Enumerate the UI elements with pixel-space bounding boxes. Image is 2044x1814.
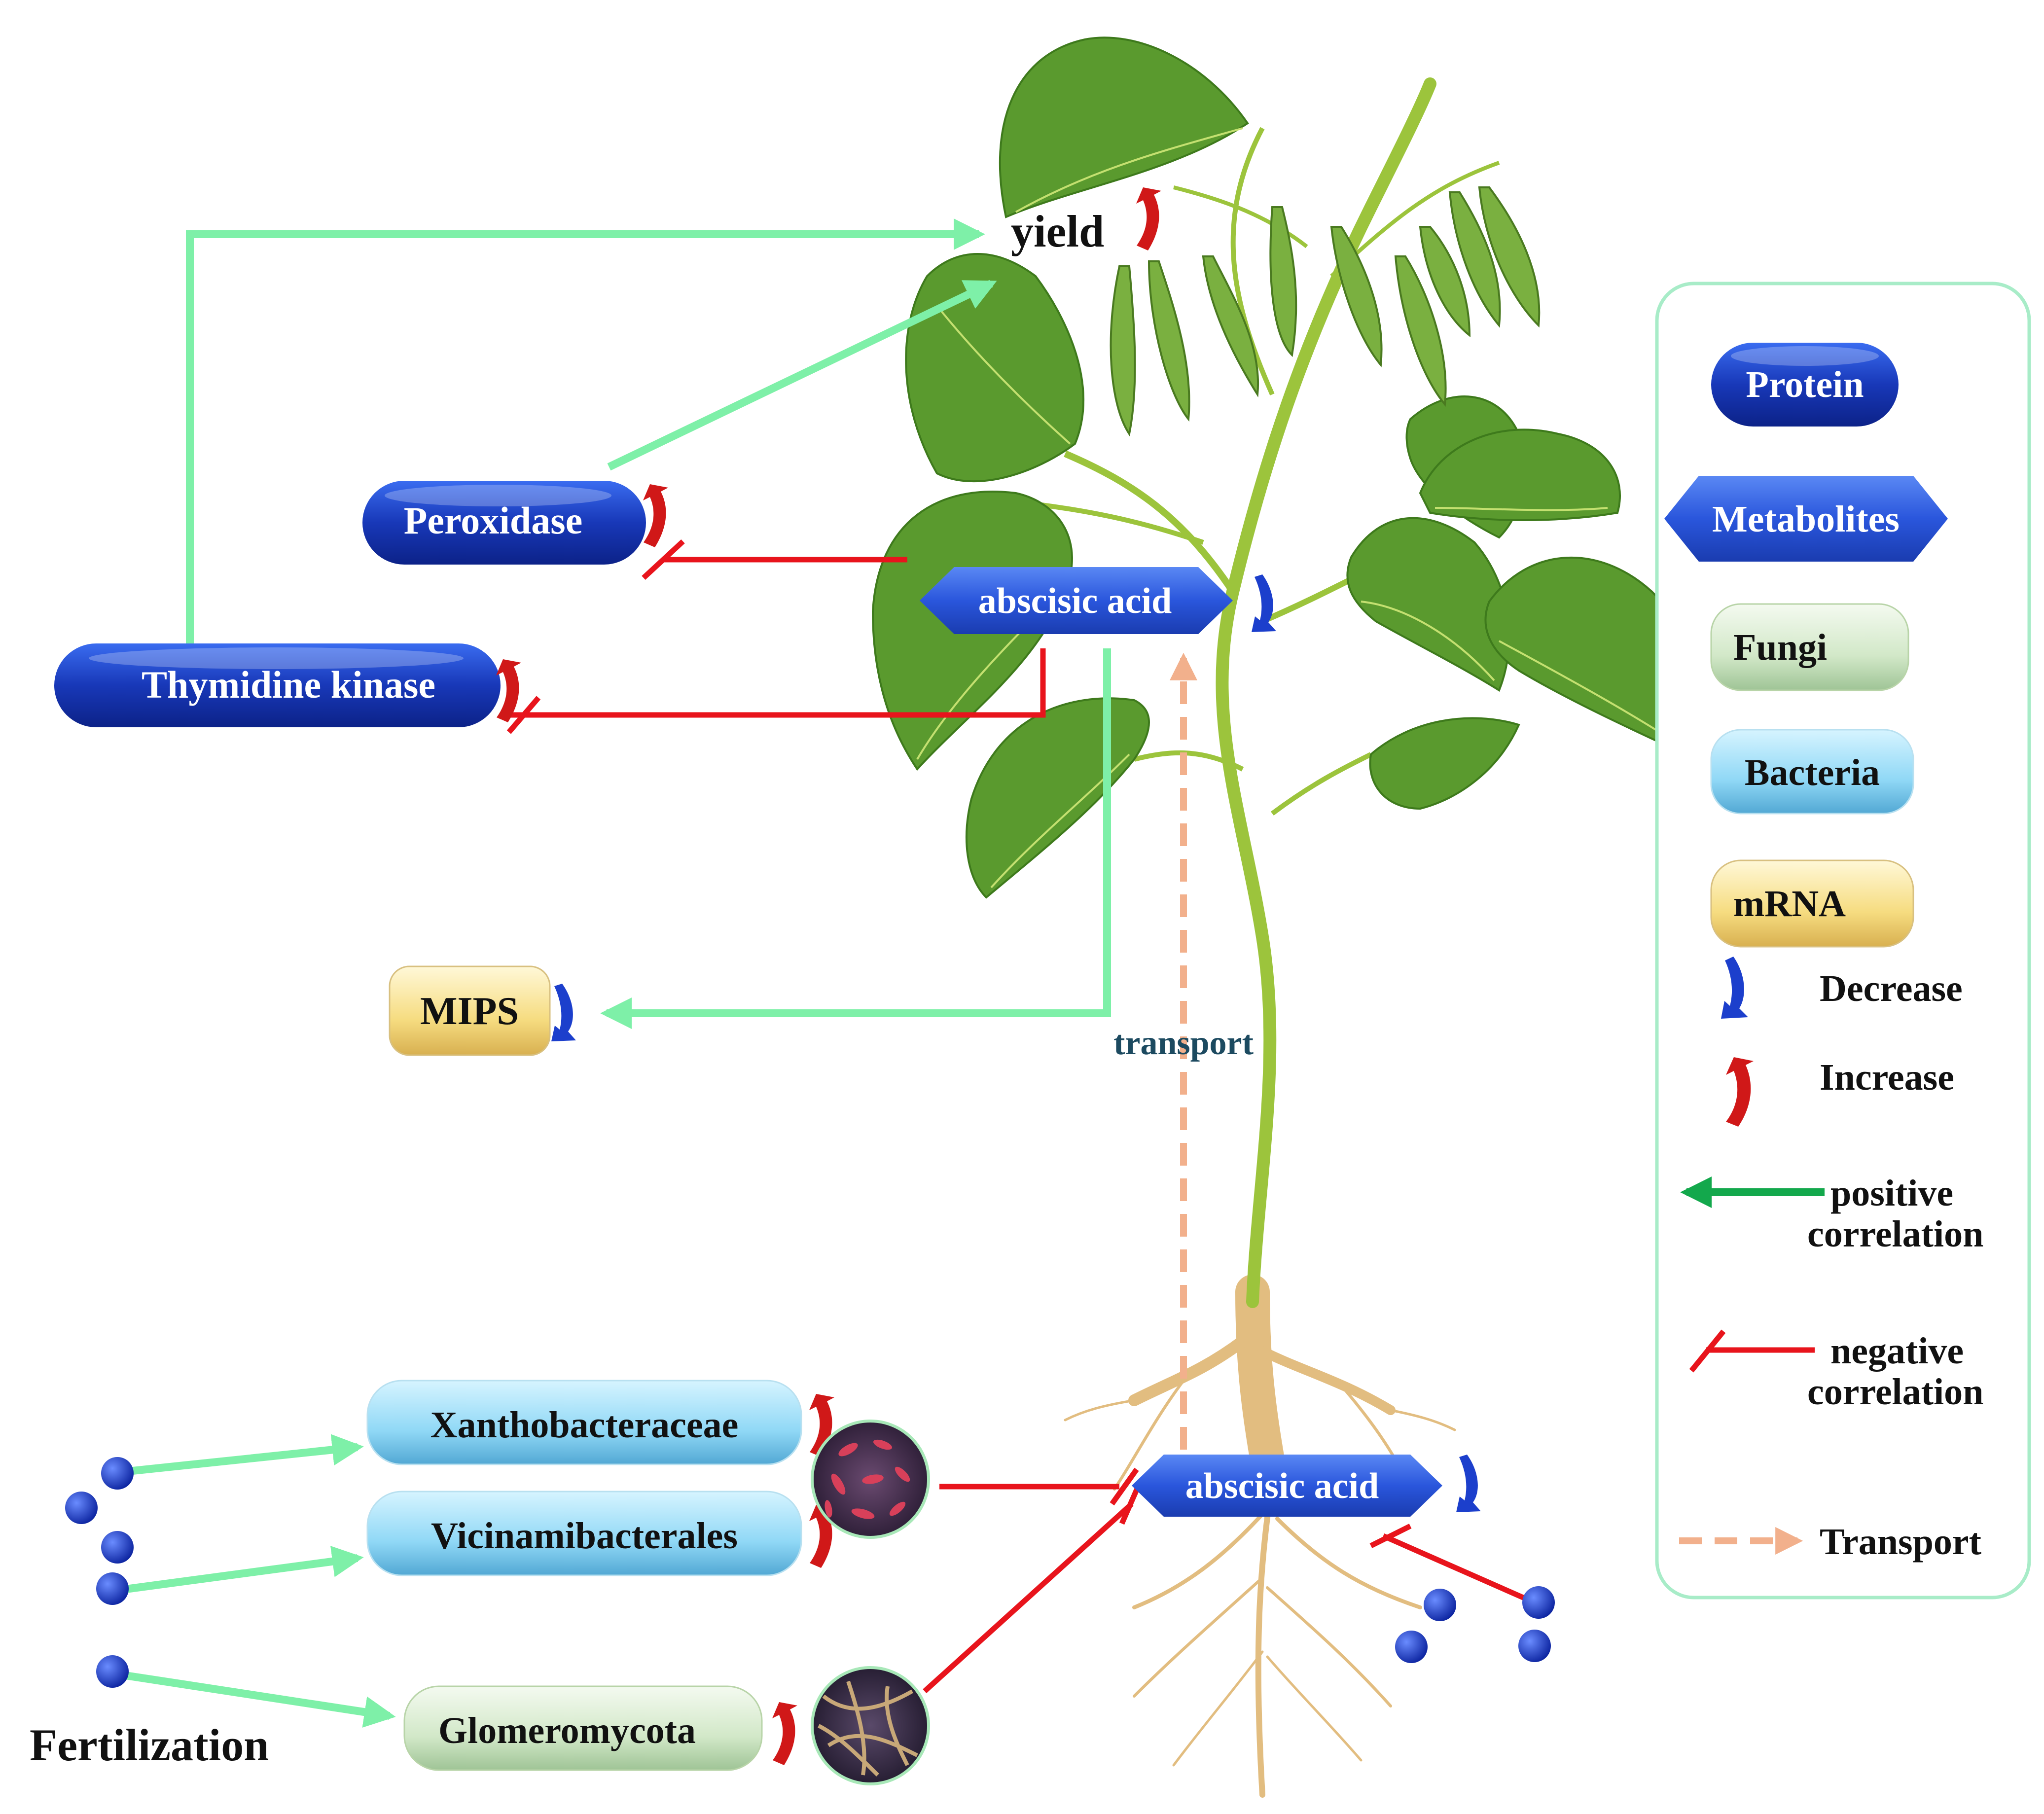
fertilizer-pellets: [65, 1457, 1555, 1688]
legend-mrna: mRNA: [1710, 859, 1914, 948]
svg-text:Glomeromycota: Glomeromycota: [438, 1710, 696, 1751]
svg-text:correlation: correlation: [1807, 1371, 1983, 1413]
decrease-icon: [1721, 957, 1748, 1019]
mrna-mips: MIPS: [389, 965, 551, 1056]
transport-label: transport: [1113, 1024, 1254, 1062]
svg-text:Transport: Transport: [1820, 1521, 1981, 1563]
decrease-icon: [1252, 574, 1276, 632]
neg-glomero-to-aba-root: [923, 1501, 1134, 1694]
svg-text:correlation: correlation: [1807, 1213, 1983, 1255]
svg-text:abscisic acid: abscisic acid: [978, 581, 1172, 621]
svg-text:MIPS: MIPS: [420, 990, 519, 1033]
svg-text:abscisic acid: abscisic acid: [1185, 1466, 1379, 1506]
arrow-aba-to-mips: [600, 648, 1111, 1029]
legend-bacteria: Bacteria: [1710, 729, 1914, 815]
legend-fungi: Fungi: [1710, 603, 1909, 691]
svg-text:Increase: Increase: [1820, 1057, 1954, 1098]
svg-text:positive: positive: [1830, 1173, 1953, 1214]
arrow-fert-to-vicinami: [117, 1546, 364, 1594]
metabolite-abscisic-acid-root: abscisic acid: [1132, 1455, 1442, 1517]
legend-metabolites: Metabolites: [1664, 476, 1948, 562]
fungi-micrograph: [811, 1666, 930, 1785]
bean-plant-illustration: [871, 36, 1703, 1798]
bacteria-micrograph: [811, 1420, 930, 1539]
protein-peroxidase: Peroxidase: [362, 481, 646, 565]
legend-protein: Protein: [1711, 343, 1899, 427]
svg-text:Decrease: Decrease: [1820, 968, 1963, 1009]
arrow-thymidine-to-yield: [186, 218, 985, 648]
fertilization-label: Fertilization: [30, 1720, 269, 1770]
increase-icon: [496, 659, 521, 722]
arrow-fert-to-xantho: [123, 1434, 364, 1476]
legend: Protein Metabolites Fungi Bacteria mRNA …: [1655, 282, 2031, 1600]
fungi-glomeromycota: Glomeromycota: [403, 1685, 763, 1771]
svg-text:Fungi: Fungi: [1733, 627, 1827, 668]
bacteria-xanthobacteraceae: Xanthobacteraceae: [366, 1380, 802, 1465]
svg-text:mRNA: mRNA: [1733, 883, 1846, 925]
increase-icon: [643, 484, 668, 547]
decrease-icon: [1456, 1455, 1481, 1512]
decrease-icon: [551, 984, 576, 1041]
svg-text:Bacteria: Bacteria: [1745, 752, 1880, 793]
legend-negative: negative correlation: [1689, 1329, 1983, 1413]
legend-transport: Transport: [1679, 1521, 1981, 1563]
protein-thymidine-kinase: Thymidine kinase: [54, 643, 501, 727]
svg-text:Vicinamibacterales: Vicinamibacterales: [431, 1515, 738, 1557]
arrow-peroxidase-to-yield: [607, 280, 997, 471]
positive-correlation-arrows: [115, 218, 1111, 1728]
increase-icon: [1726, 1057, 1754, 1127]
legend-increase: Increase: [1726, 1057, 1954, 1127]
bean-pods: [1110, 186, 1541, 437]
metabolite-abscisic-acid-top: abscisic acid: [920, 567, 1233, 634]
increase-icon: [772, 1702, 797, 1765]
svg-text:Peroxidase: Peroxidase: [404, 499, 583, 542]
leaves: [871, 36, 1703, 899]
svg-text:Thymidine kinase: Thymidine kinase: [142, 663, 435, 706]
svg-text:negative: negative: [1830, 1330, 1964, 1372]
neg-fert-to-aba-root: [1382, 1533, 1530, 1603]
svg-text:Protein: Protein: [1746, 364, 1864, 405]
arrow-fert-to-glomero: [115, 1670, 396, 1728]
negative-correlation-lines: [506, 539, 1530, 1694]
legend-positive: positive correlation: [1680, 1173, 1983, 1255]
bacteria-vicinamibacterales: Vicinamibacterales: [366, 1491, 802, 1576]
yield-label: yield: [1011, 206, 1104, 256]
neg-aba-to-thymidine: [510, 648, 1046, 718]
svg-text:Xanthobacteraceae: Xanthobacteraceae: [430, 1404, 739, 1446]
main-stem: [1216, 77, 1436, 1308]
legend-decrease: Decrease: [1721, 957, 1963, 1019]
increase-icon: [1136, 187, 1161, 250]
svg-text:Metabolites: Metabolites: [1712, 498, 1900, 540]
